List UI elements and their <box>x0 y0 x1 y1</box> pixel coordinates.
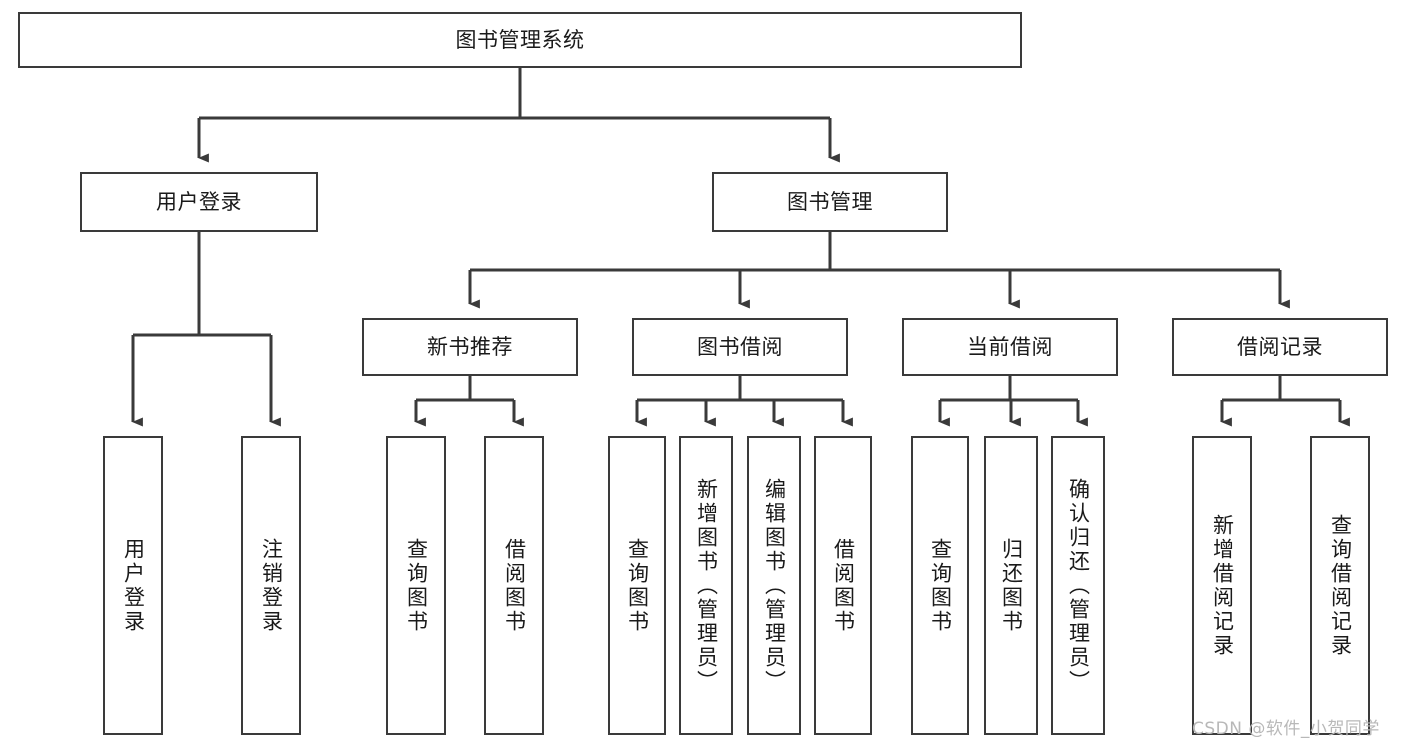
leaf-node[interactable]: 借阅图书 <box>814 436 872 735</box>
node-new-book-recommend[interactable]: 新书推荐 <box>362 318 578 376</box>
leaf-node[interactable]: 归还图书 <box>984 436 1038 735</box>
leaf-node-label: 查询图书 <box>928 537 953 634</box>
node-book-management[interactable]: 图书管理 <box>712 172 948 232</box>
node-borrow-record[interactable]: 借阅记录 <box>1172 318 1388 376</box>
csdn-watermark: CSDN @软件_小贺同学 <box>1192 719 1380 739</box>
leaf-node[interactable]: 查询借阅记录 <box>1310 436 1370 735</box>
leaf-node-label: 借阅图书 <box>502 537 527 634</box>
leaf-node-label: 新增借阅记录 <box>1210 513 1235 658</box>
leaf-node-label: 注销登录 <box>259 537 284 634</box>
node-current-borrow-label: 当前借阅 <box>967 334 1053 359</box>
leaf-node-label: 确认归还（管理员） <box>1066 477 1091 694</box>
leaf-node-label: 查询借阅记录 <box>1328 513 1353 658</box>
leaf-node[interactable]: 查询图书 <box>608 436 666 735</box>
leaf-node-label: 借阅图书 <box>831 537 856 634</box>
leaf-node[interactable]: 新增图书（管理员） <box>679 436 733 735</box>
leaf-node[interactable]: 注销登录 <box>241 436 301 735</box>
leaf-node-label: 编辑图书（管理员） <box>762 477 787 694</box>
leaf-node-label: 归还图书 <box>999 537 1024 634</box>
leaf-node[interactable]: 确认归还（管理员） <box>1051 436 1105 735</box>
leaf-node-label: 查询图书 <box>625 537 650 634</box>
leaf-node[interactable]: 编辑图书（管理员） <box>747 436 801 735</box>
node-new-book-recommend-label: 新书推荐 <box>427 334 513 359</box>
leaf-node-label: 新增图书（管理员） <box>694 477 719 694</box>
node-root-label: 图书管理系统 <box>455 27 585 52</box>
leaf-node[interactable]: 用户登录 <box>103 436 163 735</box>
leaf-node-label: 查询图书 <box>404 537 429 634</box>
node-user-login[interactable]: 用户登录 <box>80 172 318 232</box>
node-root[interactable]: 图书管理系统 <box>18 12 1022 68</box>
node-borrow-record-label: 借阅记录 <box>1237 334 1323 359</box>
leaf-node[interactable]: 查询图书 <box>911 436 969 735</box>
node-current-borrow[interactable]: 当前借阅 <box>902 318 1118 376</box>
node-book-borrow[interactable]: 图书借阅 <box>632 318 848 376</box>
leaf-node-label: 用户登录 <box>121 537 146 634</box>
leaf-node[interactable]: 新增借阅记录 <box>1192 436 1252 735</box>
leaf-node[interactable]: 借阅图书 <box>484 436 544 735</box>
leaf-node[interactable]: 查询图书 <box>386 436 446 735</box>
node-book-management-label: 图书管理 <box>787 189 873 214</box>
node-book-borrow-label: 图书借阅 <box>697 334 783 359</box>
node-user-login-label: 用户登录 <box>156 189 242 214</box>
